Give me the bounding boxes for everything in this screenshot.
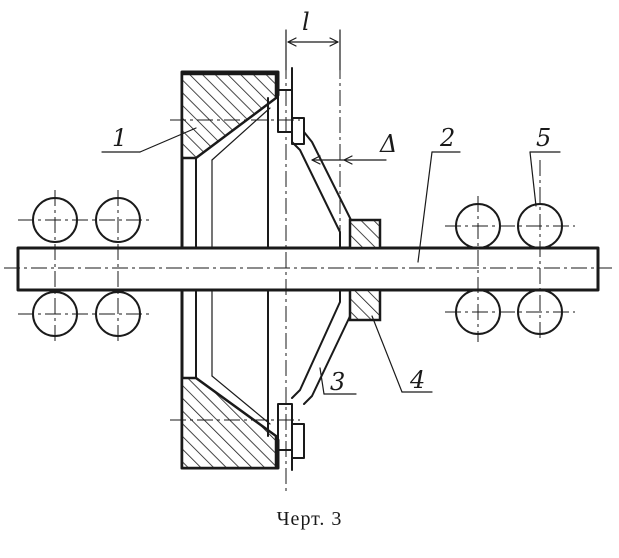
dimension-l: l — [285, 8, 341, 71]
part-5-label: 5 — [536, 124, 551, 152]
part-3-label: 3 — [330, 368, 345, 396]
part-2-label: 2 — [439, 124, 455, 152]
shaft — [4, 246, 612, 292]
part-labels: 1 2 5 3 4 — [101, 124, 561, 396]
technical-drawing: l Δ 1 2 5 3 — [4, 8, 612, 495]
dim-l-label: l — [302, 8, 310, 36]
dimension-delta: Δ — [311, 130, 397, 165]
center-lines — [170, 36, 341, 495]
part-1-label: 1 — [112, 124, 127, 152]
left-rollers — [18, 190, 150, 345]
dim-delta-label: Δ — [379, 130, 397, 158]
bushing — [348, 218, 382, 322]
part-4-label: 4 — [409, 366, 425, 394]
figure-caption: Черт. 3 — [276, 508, 343, 530]
housing — [180, 67, 305, 471]
right-rollers — [445, 160, 575, 342]
